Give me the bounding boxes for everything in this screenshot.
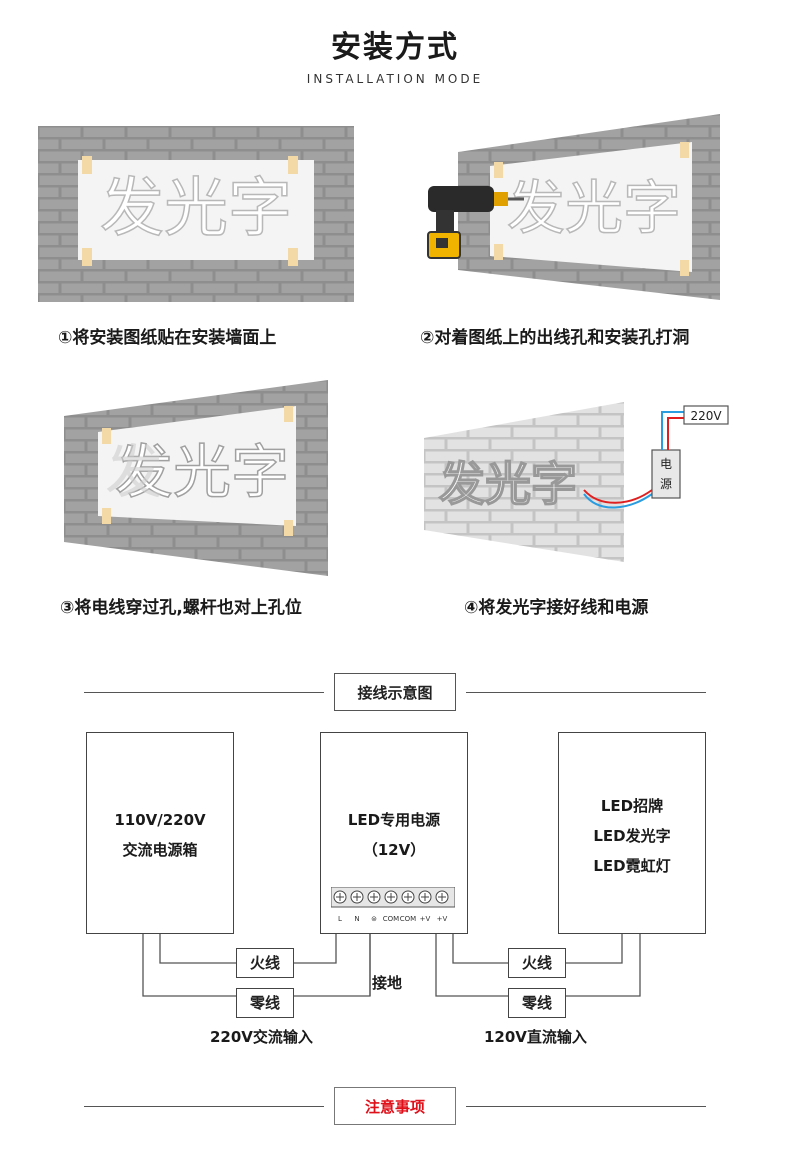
page-title: 安装方式: [331, 30, 459, 65]
ac-input-label: 220V交流输入: [210, 1028, 313, 1046]
svg-text:⊜: ⊜: [371, 915, 377, 923]
svg-text:COM: COM: [400, 915, 416, 923]
svg-text:发: 发: [105, 438, 163, 506]
step-1-illustration: 发光字: [38, 126, 354, 302]
divider-line: [84, 1106, 324, 1107]
svg-text:+V: +V: [437, 915, 448, 923]
sign-outline: 发光字: [507, 174, 681, 242]
step-3-caption: ③将电线穿过孔,螺杆也对上孔位: [60, 598, 302, 618]
ground-label: 接地: [372, 974, 403, 992]
neutral-wire-label-right: 零线: [508, 988, 566, 1018]
svg-text:电: 电: [660, 457, 672, 471]
page-subtitle: INSTALLATION MODE: [306, 72, 484, 86]
step-2-caption: ②对着图纸上的出线孔和安装孔打洞: [420, 328, 690, 348]
step-3-illustration: 发光字 发: [64, 380, 330, 576]
led-sign-box: LED招牌 LED发光字 LED霓虹灯: [558, 732, 706, 934]
divider-line: [84, 692, 324, 693]
divider-line: [466, 692, 706, 693]
divider-line: [466, 1106, 706, 1107]
sign-outline: 发光字: [100, 172, 292, 246]
live-wire-label-right: 火线: [508, 948, 566, 978]
power-supply-icon: [651, 449, 681, 499]
step-4-illustration: 发光字 电 源 220V: [424, 402, 734, 562]
step-1-caption: ①将安装图纸贴在安装墙面上: [58, 328, 277, 348]
voltage-label: 220V: [690, 409, 722, 423]
drill-icon: [427, 186, 524, 259]
ac-power-box: 110V/220V 交流电源箱: [86, 732, 234, 934]
wiring-title: 接线示意图: [334, 673, 456, 711]
dc-input-label: 120V直流输入: [484, 1028, 587, 1046]
sign-outline: 发光字: [115, 438, 289, 506]
notes-title: 注意事项: [334, 1087, 456, 1125]
neutral-wire-label-left: 零线: [236, 988, 294, 1018]
led-power-supply-box: LED专用电源 （12V） L N ⊜ COM COM +V +V: [320, 732, 468, 934]
svg-text:COM: COM: [383, 915, 399, 923]
terminal-block: L N ⊜ COM COM +V +V: [331, 887, 455, 923]
step-2-illustration: 发光字: [424, 114, 724, 304]
svg-text:L: L: [338, 915, 342, 923]
svg-text:N: N: [354, 915, 359, 923]
live-wire-label-left: 火线: [236, 948, 294, 978]
svg-text:源: 源: [660, 477, 672, 491]
svg-text:+V: +V: [420, 915, 431, 923]
step-4-caption: ④将发光字接好线和电源: [464, 598, 649, 618]
sign-3d: 发光字: [439, 457, 577, 511]
